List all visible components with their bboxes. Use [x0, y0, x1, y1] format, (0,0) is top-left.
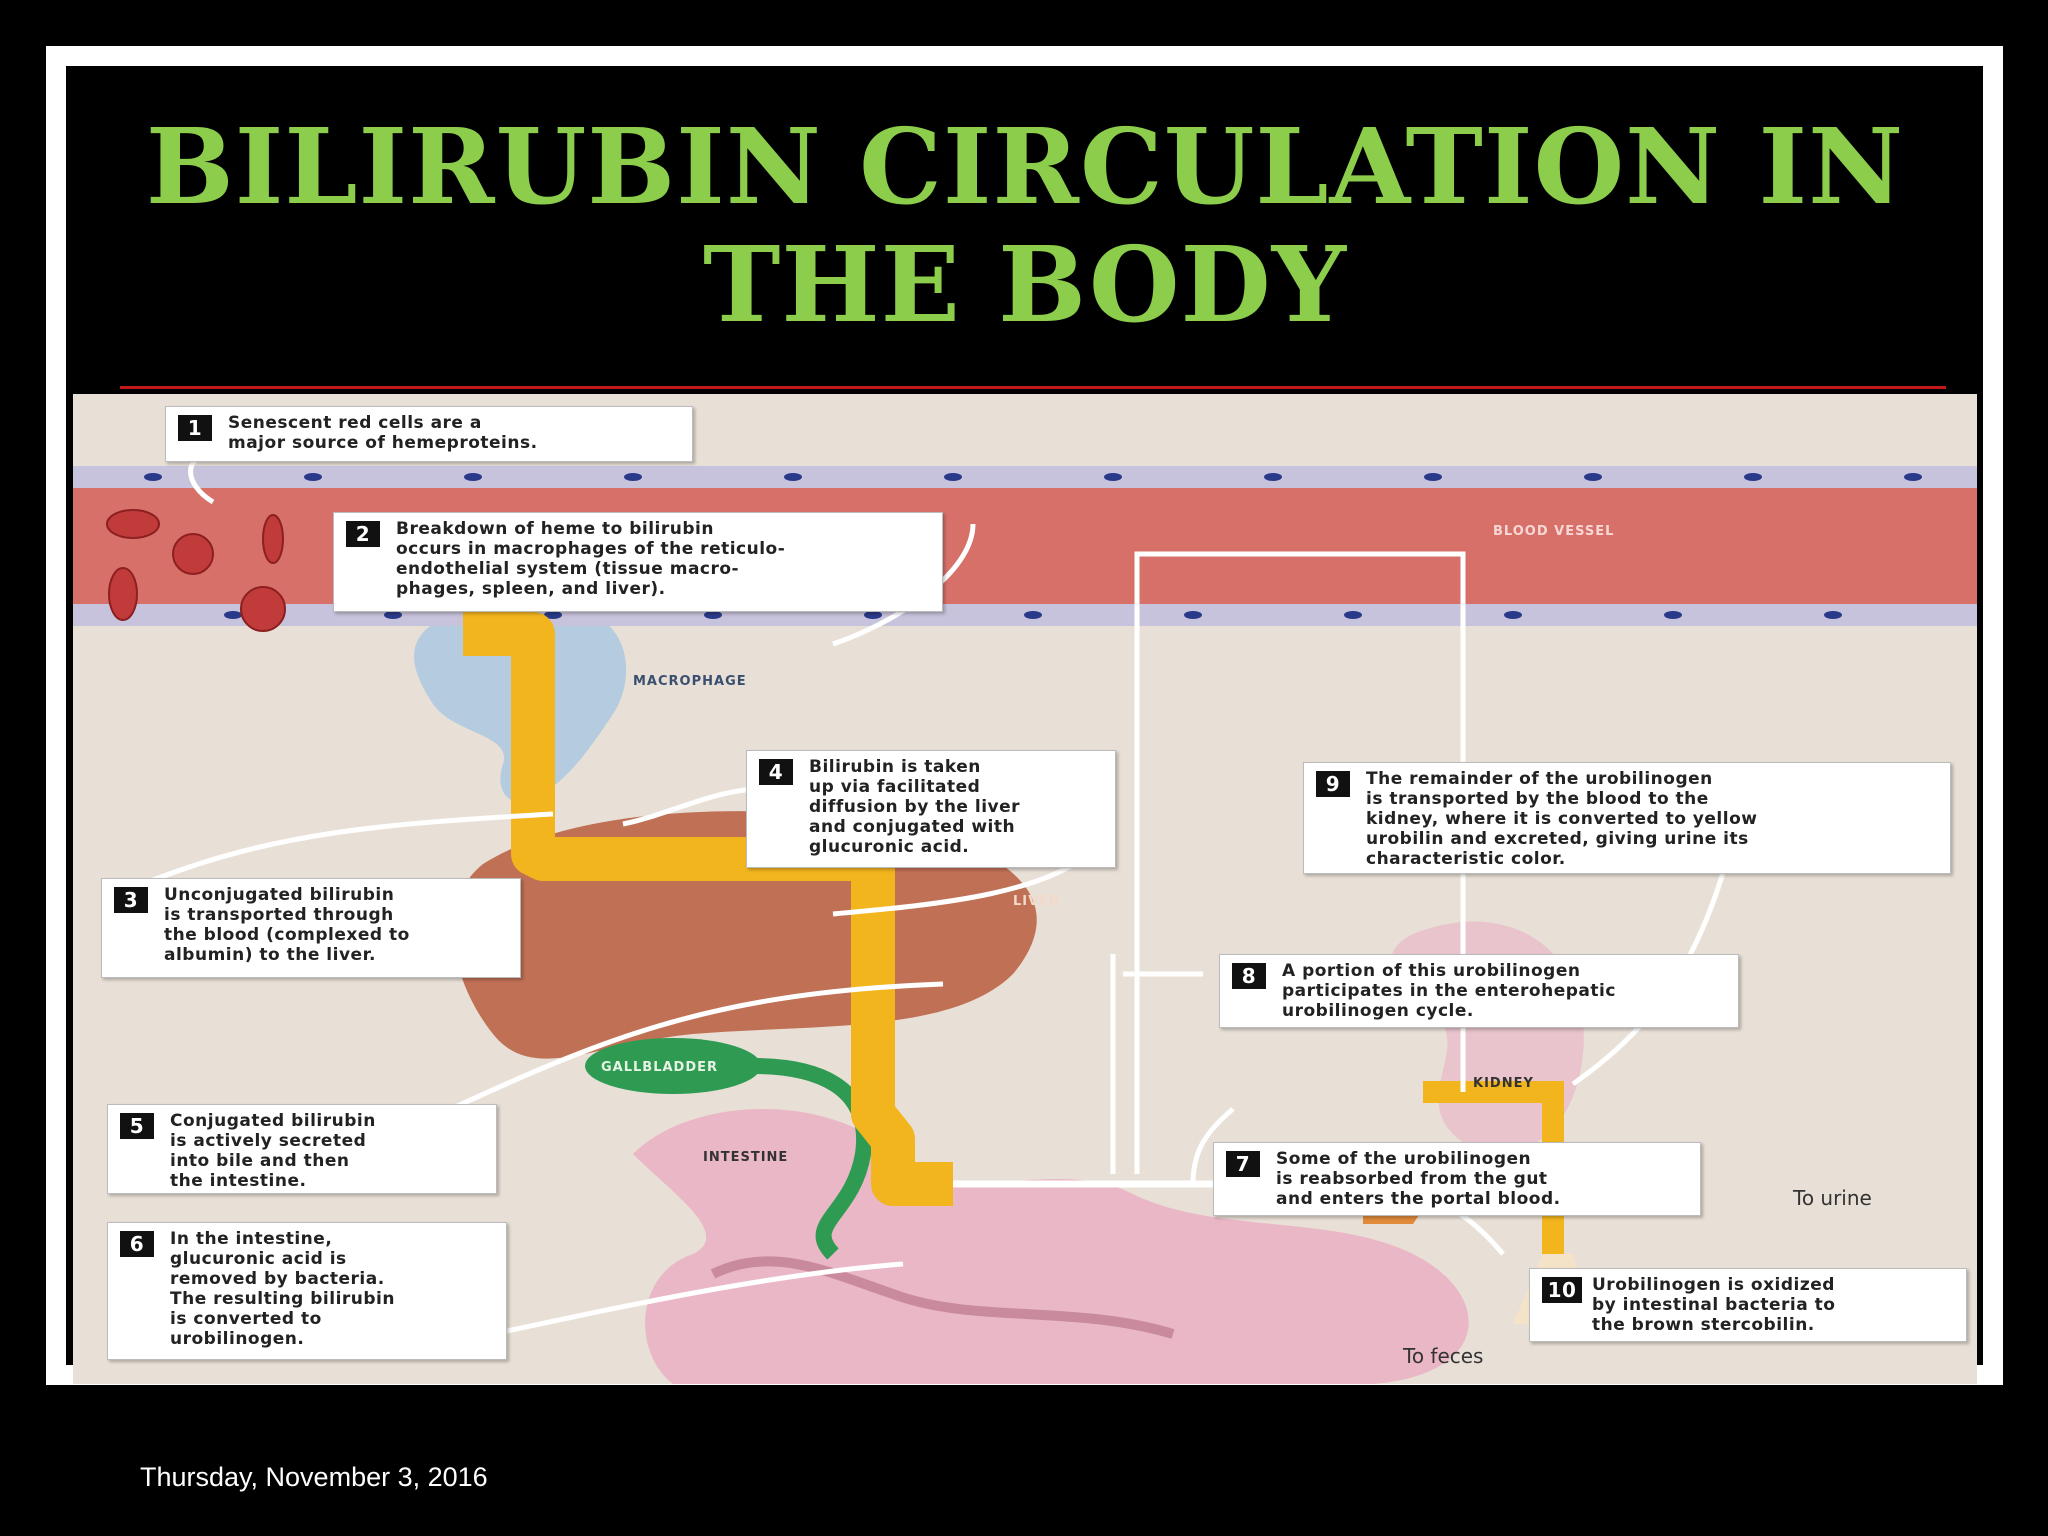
label-gallbladder: GALLBLADDER — [601, 1060, 719, 1075]
step-number: 2 — [346, 521, 380, 547]
callout-step-8: 8 A portion of this urobilinogen partici… — [1219, 954, 1739, 1028]
callout-step-7: 7 Some of the urobilinogen is reabsorbed… — [1213, 1142, 1701, 1216]
callout-step-3: 3 Unconjugated bilirubin is transported … — [101, 878, 521, 978]
label-to-feces: To feces — [1403, 1344, 1484, 1368]
label-to-urine: To urine — [1793, 1186, 1872, 1210]
step-number: 9 — [1316, 771, 1350, 797]
step-number: 1 — [178, 415, 212, 441]
step-text: In the intestine, glucuronic acid is rem… — [170, 1229, 395, 1349]
step-text: Some of the urobilinogen is reabsorbed f… — [1276, 1149, 1561, 1209]
step-text: Bilirubin is taken up via facilitated di… — [809, 757, 1021, 857]
bilirubin-diagram: BLOOD VESSEL MACROPHAGE LIVER GALLBLADDE… — [73, 394, 1977, 1384]
step-text: A portion of this urobilinogen participa… — [1282, 961, 1616, 1021]
step-text: Conjugated bilirubin is actively secrete… — [170, 1111, 376, 1191]
step-text: Breakdown of heme to bilirubin occurs in… — [396, 519, 786, 599]
step-text: Unconjugated bilirubin is transported th… — [164, 885, 410, 965]
callout-step-9: 9 The remainder of the urobilinogen is t… — [1303, 762, 1951, 874]
step-number: 4 — [759, 759, 793, 785]
step-text: Senescent red cells are a major source o… — [228, 413, 538, 453]
label-liver: LIVER — [1013, 894, 1061, 909]
step-text: The remainder of the urobilinogen is tra… — [1366, 769, 1758, 869]
callout-step-10: 10 Urobilinogen is oxidized by intestina… — [1529, 1268, 1967, 1342]
step-number: 6 — [120, 1231, 154, 1257]
label-kidney: KIDNEY — [1473, 1076, 1534, 1091]
slide-title: BILIRUBIN CIRCULATION IN THE BODY — [145, 105, 1905, 346]
slide-date: Thursday, November 3, 2016 — [140, 1462, 488, 1492]
step-text: Urobilinogen is oxidized by intestinal b… — [1592, 1275, 1836, 1335]
callout-step-5: 5 Conjugated bilirubin is actively secre… — [107, 1104, 497, 1194]
label-intestine: INTESTINE — [703, 1150, 789, 1165]
callout-step-6: 6 In the intestine, glucuronic acid is r… — [107, 1222, 507, 1360]
step-number: 8 — [1232, 963, 1266, 989]
callout-step-2: 2 Breakdown of heme to bilirubin occurs … — [333, 512, 943, 612]
step-number: 10 — [1542, 1277, 1582, 1303]
label-macrophage: MACROPHAGE — [633, 674, 747, 689]
step-number: 5 — [120, 1113, 154, 1139]
callout-step-1: 1 Senescent red cells are a major source… — [165, 406, 693, 462]
label-blood-vessel: BLOOD VESSEL — [1493, 524, 1615, 539]
step-number: 7 — [1226, 1151, 1260, 1177]
callout-step-4: 4 Bilirubin is taken up via facilitated … — [746, 750, 1116, 868]
title-divider — [120, 386, 1946, 389]
step-number: 3 — [114, 887, 148, 913]
